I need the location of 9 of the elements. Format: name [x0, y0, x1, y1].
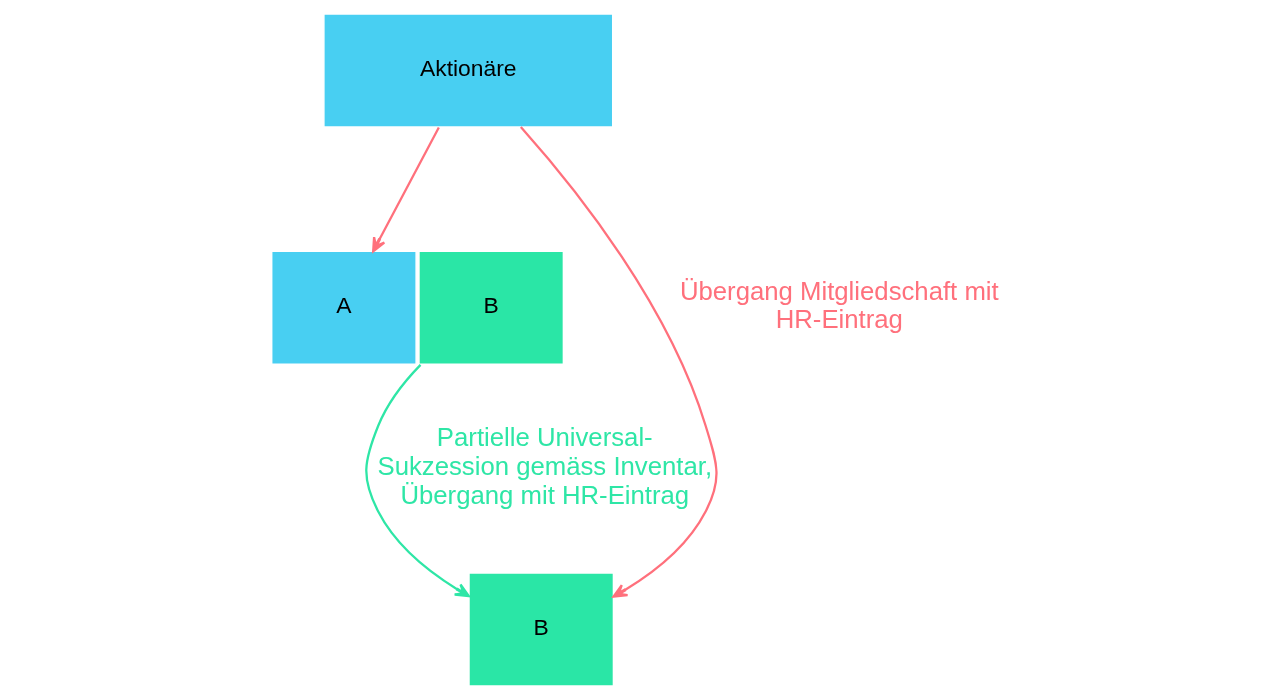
node-box: B: [417, 250, 564, 365]
node-box: A: [270, 250, 417, 365]
arrow: [364, 364, 470, 598]
arrow: [519, 126, 718, 598]
arrow: [371, 126, 440, 253]
edge-label: Übergang Mitgliedschaft mit HR-Eintrag: [679, 276, 999, 334]
node-box: Aktionäre: [322, 13, 613, 128]
edge-label: Partielle Universal-Sukzession gemäss Inventar, Übergang mit HR-Eintrag: [377, 423, 712, 509]
node-box: B: [467, 572, 614, 687]
